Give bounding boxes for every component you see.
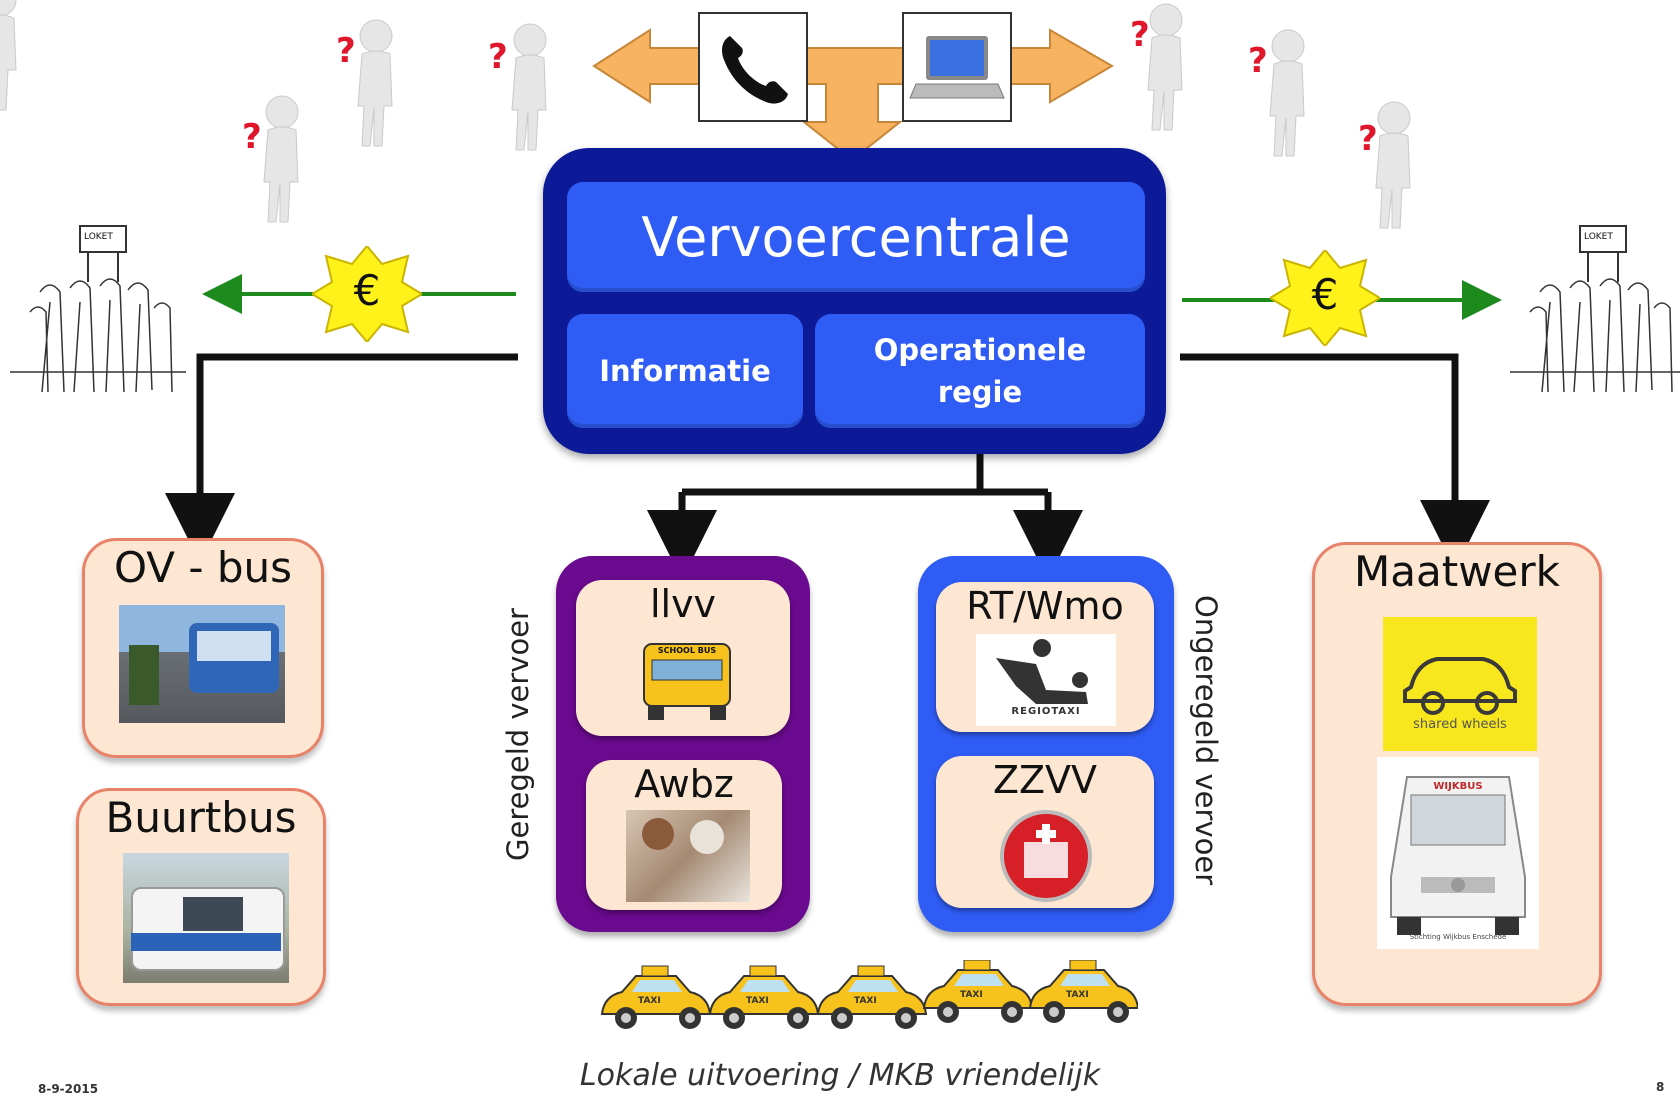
hospital-icon: [994, 806, 1098, 902]
ov-bus-box: OV - bus: [82, 538, 324, 758]
svg-text:?: ?: [242, 117, 262, 157]
loket-crowd-right: LOKET: [1510, 222, 1680, 408]
taxi-label-4: TAXI: [960, 990, 983, 1000]
operationele-regie-box: Operationele regie: [815, 314, 1145, 428]
school-bus-icon: SCHOOL BUS: [638, 636, 736, 724]
loket-sign-left: LOKET: [84, 232, 113, 242]
loket-sign-right: LOKET: [1584, 232, 1613, 242]
footer-page-number: 8: [1656, 1080, 1665, 1094]
regiotaxi-logo: REGIOTAXI: [976, 634, 1116, 726]
svg-text:?: ?: [336, 31, 356, 71]
euro-star-left: €: [310, 244, 424, 344]
connector-to-ov-bus: [165, 353, 518, 563]
awbz-photo: [626, 810, 750, 902]
buurtbus-box: Buurtbus: [76, 788, 326, 1006]
phone-icon: [698, 12, 808, 122]
taxi-label-3: TAXI: [854, 996, 877, 1006]
taxi-label-1: TAXI: [638, 996, 661, 1006]
footer-date: 8-9-2015: [38, 1082, 99, 1096]
regie-line1: Operationele: [873, 332, 1087, 367]
zzvv-box: ZZVV: [936, 756, 1154, 908]
awbz-label: Awbz: [634, 762, 734, 806]
maatwerk-label: Maatwerk: [1354, 547, 1560, 596]
llvv-box: llvv SCHOOL BUS: [576, 580, 790, 736]
school-bus-badge: SCHOOL BUS: [657, 646, 717, 655]
svg-text:?: ?: [1130, 15, 1150, 55]
llvv-label: llvv: [649, 582, 717, 626]
zzvv-label: ZZVV: [992, 758, 1098, 802]
footer-caption: Lokale uitvoering / MKB vriendelijk: [579, 1058, 1101, 1093]
taxi-label-5: TAXI: [1066, 990, 1089, 1000]
wijkbus-photo: WIJKBUS Stichting Wijkbus Enschede: [1377, 757, 1539, 949]
shared-wheels-logo: shared wheels: [1383, 617, 1537, 751]
informatie-box: Informatie: [567, 314, 803, 428]
ongeregeld-group: RT/Wmo REGIOTAXI ZZVV: [918, 556, 1174, 932]
wijkbus-caption: Stichting Wijkbus Enschede: [1409, 933, 1507, 941]
central-title: Vervoercentrale: [567, 182, 1145, 292]
geregeld-group: llvv SCHOOL BUS Awbz: [556, 556, 810, 932]
euro-star-right: €: [1268, 248, 1382, 348]
taxi-row: TAXI TAXI TAXI TAXI TAXI: [598, 959, 1139, 1040]
vervoercentrale-block: Vervoercentrale Informatie Operationele …: [543, 148, 1166, 454]
loket-crowd-left: LOKET: [10, 222, 186, 408]
euro-symbol-left: €: [353, 266, 381, 315]
buurtbus-photo: [123, 853, 289, 983]
connector-to-maatwerk: [1180, 353, 1490, 570]
taxi-label-2: TAXI: [746, 996, 769, 1006]
laptop-icon: [902, 12, 1012, 122]
svg-text:?: ?: [1248, 41, 1268, 81]
ongeregeld-side-label: Ongeregeld vervoer: [1189, 595, 1223, 886]
shared-wheels-text: shared wheels: [1413, 717, 1507, 732]
person-question-icons: ? ? ? ? ? ?: [0, 0, 1411, 229]
euro-symbol-right: €: [1311, 270, 1339, 319]
buurtbus-label: Buurtbus: [105, 793, 297, 842]
bus-photo: [119, 605, 285, 723]
geregeld-side-label: Geregeld vervoer: [501, 608, 535, 861]
svg-text:?: ?: [1358, 119, 1378, 159]
wijkbus-sign: WIJKBUS: [1433, 781, 1483, 792]
taxi-icons: [600, 959, 1139, 1030]
svg-text:?: ?: [488, 37, 508, 77]
regie-line2: regie: [937, 375, 1023, 409]
ov-bus-label: OV - bus: [113, 543, 293, 592]
maatwerk-box: Maatwerk shared wheels WIJKBUS Stichting…: [1312, 542, 1602, 1006]
rt-wmo-label: RT/Wmo: [966, 584, 1124, 628]
regiotaxi-badge: REGIOTAXI: [1011, 706, 1081, 717]
awbz-box: Awbz: [586, 760, 782, 910]
rt-wmo-box: RT/Wmo REGIOTAXI: [936, 582, 1154, 732]
